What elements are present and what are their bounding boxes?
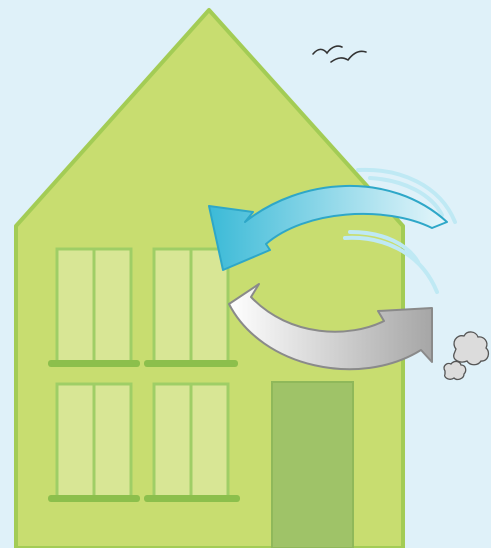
window-sill-top-left [48,360,140,367]
door [272,382,353,548]
window-top-right [154,249,228,362]
window-sill-bottom-left [48,495,140,502]
window-sill-bottom-right [144,495,240,502]
window-top-left [57,249,131,362]
window-sill-top-right [144,360,238,367]
window-bottom-right [154,384,228,497]
window-bottom-left [57,384,131,497]
